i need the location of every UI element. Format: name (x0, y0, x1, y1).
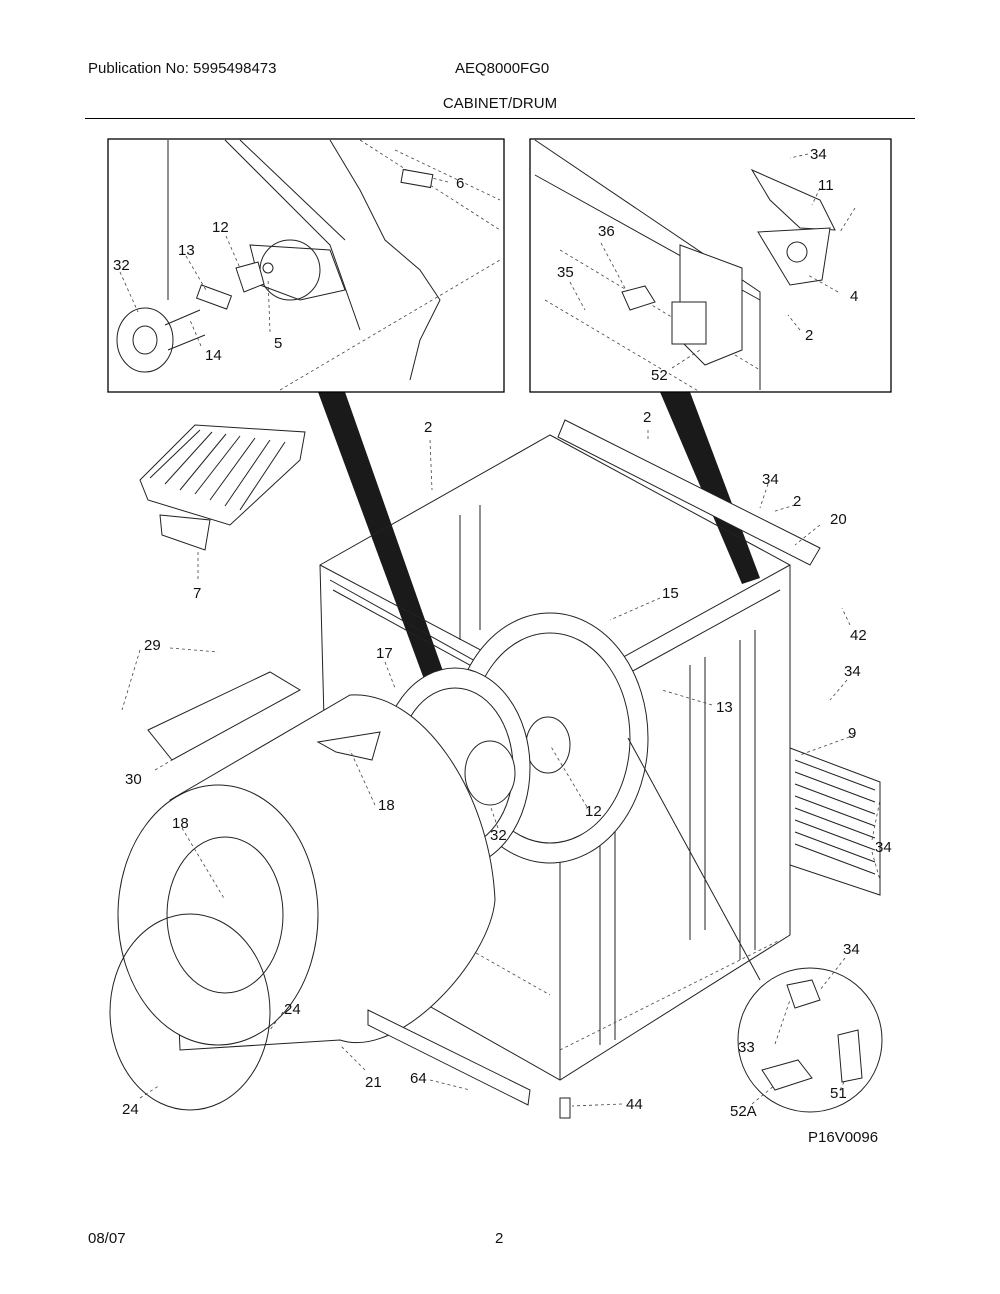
callout-2: 2 (793, 493, 801, 510)
callout-4: 4 (850, 288, 858, 305)
part-52A-actuator (761, 1059, 813, 1091)
inset-frame-right (529, 138, 892, 393)
door-switch-detail (627, 737, 883, 1113)
part-51-bracket (837, 1029, 863, 1083)
part-7-drying-rack (139, 424, 306, 580)
publication-number: Publication No: 5995498473 (88, 60, 277, 77)
part-64-kickplate (367, 1009, 531, 1106)
callout-9: 9 (848, 725, 856, 742)
callout-34: 34 (843, 941, 860, 958)
callout-44: 44 (626, 1096, 643, 1113)
part-30-cover (147, 671, 302, 761)
inset-connector-band-left (318, 392, 470, 755)
callout-30: 30 (125, 771, 142, 788)
part-13-bracket (195, 284, 233, 310)
callout-15: 15 (662, 585, 679, 602)
inset-panel-left (107, 138, 505, 393)
callout-2: 2 (424, 419, 432, 436)
callout-13: 13 (178, 242, 195, 259)
leader-lines (119, 153, 881, 1107)
callout-12: 12 (212, 219, 229, 236)
callout-21: 21 (365, 1074, 382, 1091)
callout-24: 24 (284, 1001, 301, 1018)
inset-frame-left (107, 138, 505, 393)
callout-34: 34 (875, 839, 892, 856)
callout-35: 35 (557, 264, 574, 281)
callout-7: 7 (193, 585, 201, 602)
part-52-box (671, 301, 707, 345)
part-32-wheel (116, 307, 174, 373)
callout-13: 13 (716, 699, 733, 716)
callout-51: 51 (830, 1085, 847, 1102)
callout-36: 36 (598, 223, 615, 240)
callout-29: 29 (144, 637, 161, 654)
drum-baffle-slot (316, 731, 381, 761)
footer-date: 08/07 (88, 1230, 126, 1247)
part-12-roller (235, 261, 265, 293)
callout-2: 2 (805, 327, 813, 344)
part-33-switch (786, 979, 821, 1009)
callout-11: 11 (818, 177, 834, 194)
callout-52A: 52A (730, 1103, 757, 1120)
callout-20: 20 (830, 511, 847, 528)
callout-33: 33 (738, 1039, 755, 1056)
part-6-bracket (400, 168, 434, 189)
inset-connector-band-right (660, 392, 760, 584)
callout-34: 34 (810, 146, 827, 163)
callout-18: 18 (172, 815, 189, 832)
callout-12: 12 (585, 803, 602, 820)
part-20-top-rail (557, 419, 821, 566)
inset-panel-right (529, 138, 892, 393)
part-36-switch (621, 285, 656, 311)
page-number: 2 (495, 1230, 504, 1247)
callout-34: 34 (762, 471, 779, 488)
callout-6: 6 (456, 175, 464, 192)
callout-24: 24 (122, 1101, 139, 1118)
part-5-screw (262, 262, 274, 274)
model-number: AEQ8000FG0 (455, 60, 550, 77)
part-4-cover (757, 227, 831, 286)
callout-5: 5 (274, 335, 282, 352)
callout-42: 42 (850, 627, 867, 644)
callout-18: 18 (378, 797, 395, 814)
callout-52: 52 (651, 367, 668, 384)
part-44-leveling-leg (559, 1097, 571, 1119)
callout-32: 32 (490, 827, 507, 844)
diagram-code: P16V0096 (808, 1129, 878, 1146)
part-21-drum (117, 694, 516, 1051)
part-24-drum-seal (109, 913, 271, 1111)
part-32-drum-roller (464, 740, 516, 806)
callout-2: 2 (643, 409, 651, 426)
header-rule (85, 118, 915, 119)
callout-32: 32 (113, 257, 130, 274)
callout-64: 64 (410, 1070, 427, 1087)
part-9-access-panel (789, 747, 881, 896)
callout-14: 14 (205, 347, 222, 364)
section-title: CABINET/DRUM (442, 95, 558, 112)
callout-34: 34 (844, 663, 861, 680)
callout-17: 17 (376, 645, 393, 662)
callout-labels: 6 12 13 32 14 5 34 11 36 35 4 2 52 2 2 3… (113, 146, 892, 1120)
